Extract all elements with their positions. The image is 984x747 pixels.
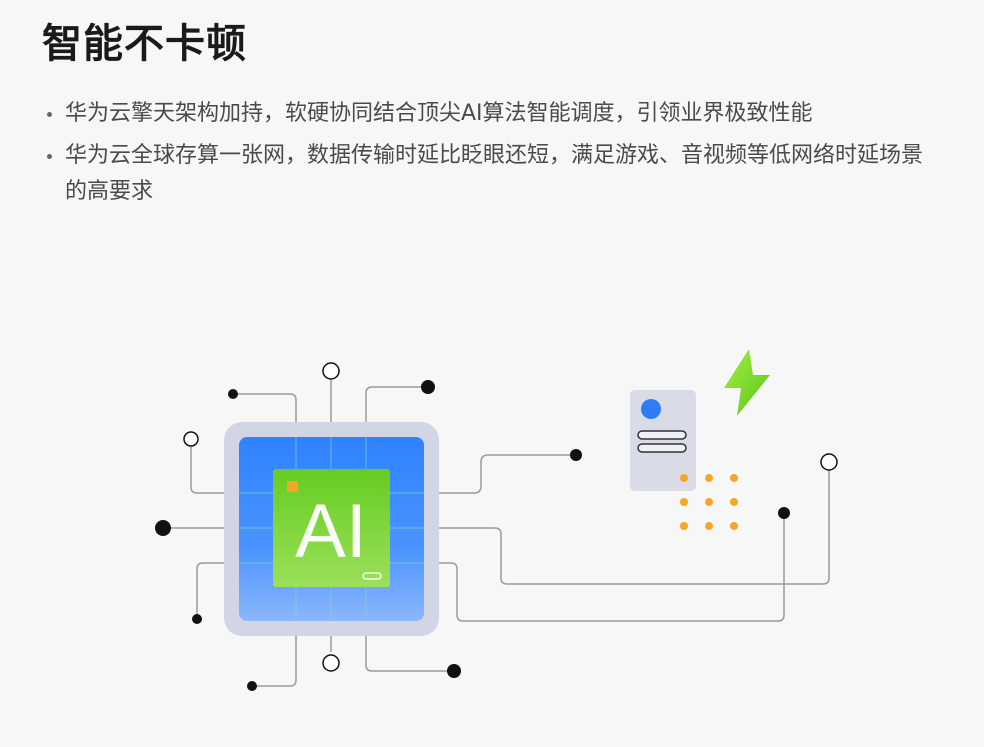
bullet-dot: [47, 112, 52, 117]
wire: [233, 393, 297, 424]
server-slot: [637, 430, 687, 440]
filled-node: [421, 380, 435, 394]
open-node: [183, 431, 199, 447]
circuit-wires: [163, 380, 830, 687]
orange-dot-grid: [680, 474, 738, 530]
filled-node: [570, 449, 582, 461]
wire: [196, 562, 226, 619]
circuit-nodes: [155, 362, 838, 691]
filled-node: [192, 614, 202, 624]
lightning-bolt-icon: [724, 349, 770, 416]
filled-node: [247, 681, 257, 691]
page-title: 智能不卡顿: [42, 21, 247, 67]
orange-marker: [287, 481, 298, 492]
wire: [190, 447, 226, 494]
ai-label: AI: [295, 489, 367, 574]
wire: [252, 634, 297, 687]
wire: [439, 454, 576, 494]
open-node: [820, 453, 838, 471]
feature-text: 华为云擎天架构加持，软硬协同结合顶尖AI算法智能调度，引领业界极致性能: [65, 101, 813, 126]
bullet-dot: [47, 154, 52, 159]
wire: [365, 386, 428, 424]
server-card: [630, 390, 696, 491]
wire: [365, 634, 454, 672]
feature-item: 华为云全球存算一张网，数据传输时延比眨眼还短，满足游戏、音视频等低网络时延场景的…: [44, 138, 944, 210]
feature-list: 华为云擎天架构加持，软硬协同结合顶尖AI算法智能调度，引领业界极致性能 华为云全…: [44, 96, 944, 216]
wire: [439, 470, 830, 585]
feature-item: 华为云擎天架构加持，软硬协同结合顶尖AI算法智能调度，引领业界极致性能: [44, 96, 944, 132]
filled-node: [155, 520, 171, 536]
feature-text: 华为云全球存算一张网，数据传输时延比眨眼还短，满足游戏、音视频等低网络时延场景的…: [65, 143, 924, 204]
ai-chip: AI: [224, 422, 439, 636]
open-node: [322, 362, 340, 380]
ai-die: [273, 469, 390, 587]
die-slot: [362, 572, 382, 580]
wire: [439, 513, 785, 622]
server-status-dot: [641, 399, 661, 419]
open-node: [322, 654, 340, 672]
filled-node: [778, 507, 790, 519]
filled-node: [447, 664, 461, 678]
filled-node: [228, 389, 238, 399]
server-slot: [637, 443, 687, 453]
